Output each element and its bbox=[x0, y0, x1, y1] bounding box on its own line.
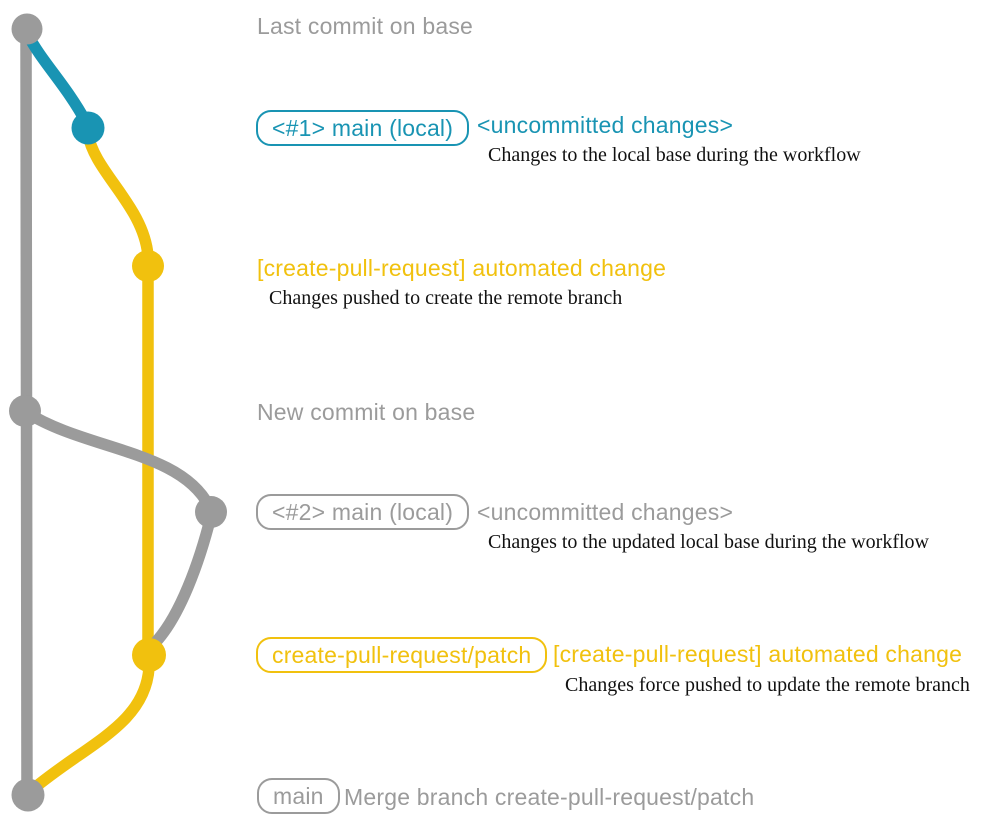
note-updated-local-base-changes: Changes to the updated local base during… bbox=[488, 531, 929, 553]
commit-node-local-main-1 bbox=[71, 111, 105, 145]
commit-node-new-on-base bbox=[9, 395, 41, 427]
commit-node-merge bbox=[11, 778, 45, 812]
commit-message-automated-change-2: [create-pull-request] automated change bbox=[553, 641, 963, 667]
commit-message-automated-change-1: [create-pull-request] automated change bbox=[257, 255, 667, 281]
branch-badge-main-local-1-label: <#1> main (local) bbox=[272, 114, 454, 141]
branch-badge-main: main bbox=[257, 778, 340, 814]
commit-node-automated-change-1 bbox=[132, 250, 164, 282]
branch-local-main-2-out-curve bbox=[20, 406, 215, 512]
branch-badge-create-pull-request-patch: create-pull-request/patch bbox=[256, 637, 548, 673]
branch-badge-main-local-1: <#1> main (local) bbox=[256, 110, 470, 146]
annotation-uncommitted-changes-2: <uncommitted changes> bbox=[477, 499, 734, 525]
branch-badge-main-local-2-label: <#2> main (local) bbox=[272, 498, 454, 525]
commit-node-automated-change-2 bbox=[132, 638, 166, 672]
branch-patch-upper-curve bbox=[82, 128, 154, 262]
label-new-commit-on-base: New commit on base bbox=[257, 399, 476, 425]
branch-patch-merge-curve bbox=[26, 662, 155, 796]
annotation-uncommitted-changes-1: <uncommitted changes> bbox=[477, 112, 734, 138]
note-changes-force-pushed: Changes force pushed to update the remot… bbox=[565, 674, 970, 696]
note-local-base-changes: Changes to the local base during the wor… bbox=[488, 144, 861, 166]
commit-node-last-on-base bbox=[11, 13, 43, 45]
branch-badge-main-local-2: <#2> main (local) bbox=[256, 494, 470, 530]
commit-message-merge: Merge branch create-pull-request/patch bbox=[344, 784, 755, 810]
branch-badge-create-pull-request-patch-label: create-pull-request/patch bbox=[272, 641, 532, 668]
label-last-commit-on-base: Last commit on base bbox=[257, 13, 474, 39]
commit-node-local-main-2 bbox=[195, 496, 227, 528]
branch-local-main-2-in-curve bbox=[147, 510, 217, 651]
note-changes-pushed: Changes pushed to create the remote bran… bbox=[269, 287, 623, 309]
branch-badge-main-label: main bbox=[273, 782, 324, 809]
branch-local-main-1-line bbox=[22, 29, 92, 128]
